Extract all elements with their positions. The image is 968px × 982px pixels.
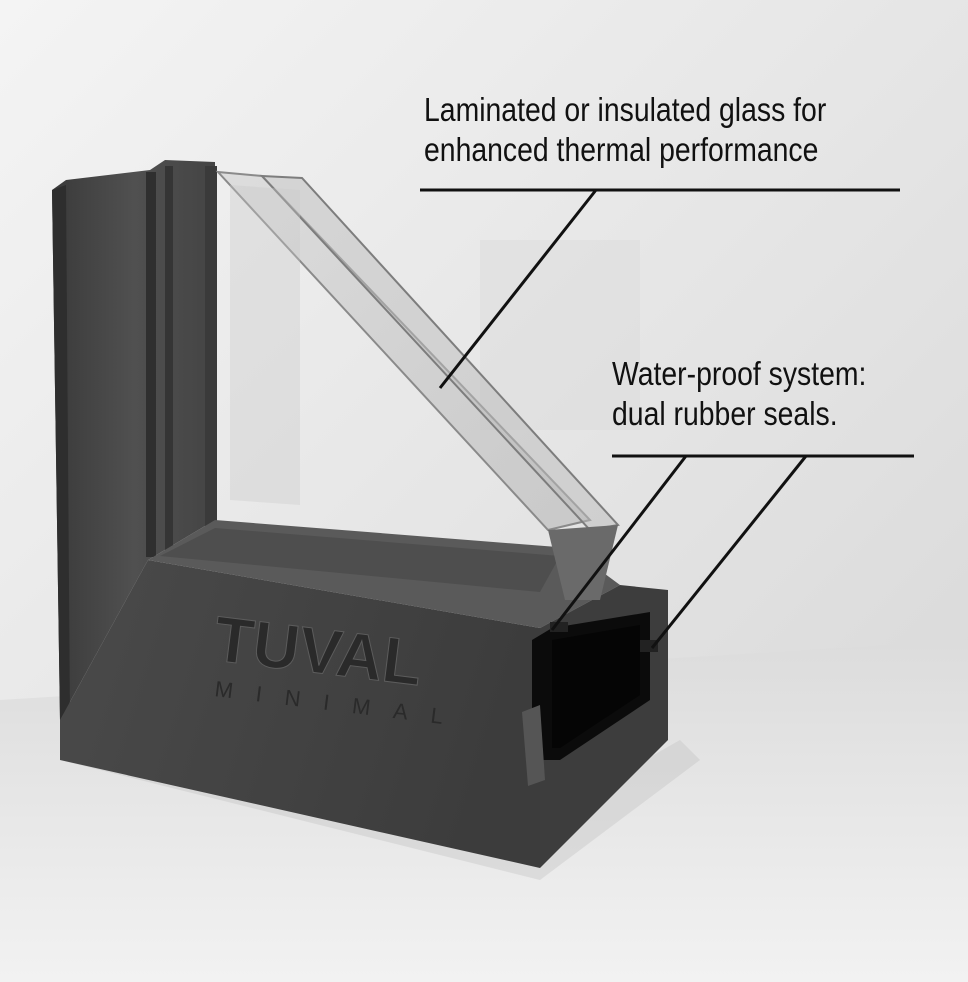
glass-face [230,185,300,505]
seal-callout: Water-proof system: dual rubber seals. [612,354,866,434]
glass-leader-line [438,189,598,389]
seal-leader-line-1 [550,455,688,631]
seal-callout-line2: dual rubber seals. [612,395,838,432]
frame-groove [146,172,156,557]
profile-chamber-inner [552,625,640,748]
glass-callout: Laminated or insulated glass for enhance… [424,90,826,170]
vertical-frame-face [52,160,215,720]
sill-front-face [60,560,540,868]
rubber-seal [640,640,658,652]
wall-reflection [480,240,640,430]
glass-callout-line1: Laminated or insulated glass for [424,91,827,128]
vertical-frame-edge [52,185,70,722]
glass-callout-line2: enhanced thermal performance [424,131,819,168]
frame-groove [205,166,217,526]
glass-spacer [548,525,618,600]
seal-leader-line-2 [650,455,808,649]
sill-inner-step [160,528,560,592]
drip-leg [522,705,545,786]
seal-callout-line1: Water-proof system: [612,355,867,392]
frame-groove [165,166,173,554]
rubber-seal [550,622,568,632]
